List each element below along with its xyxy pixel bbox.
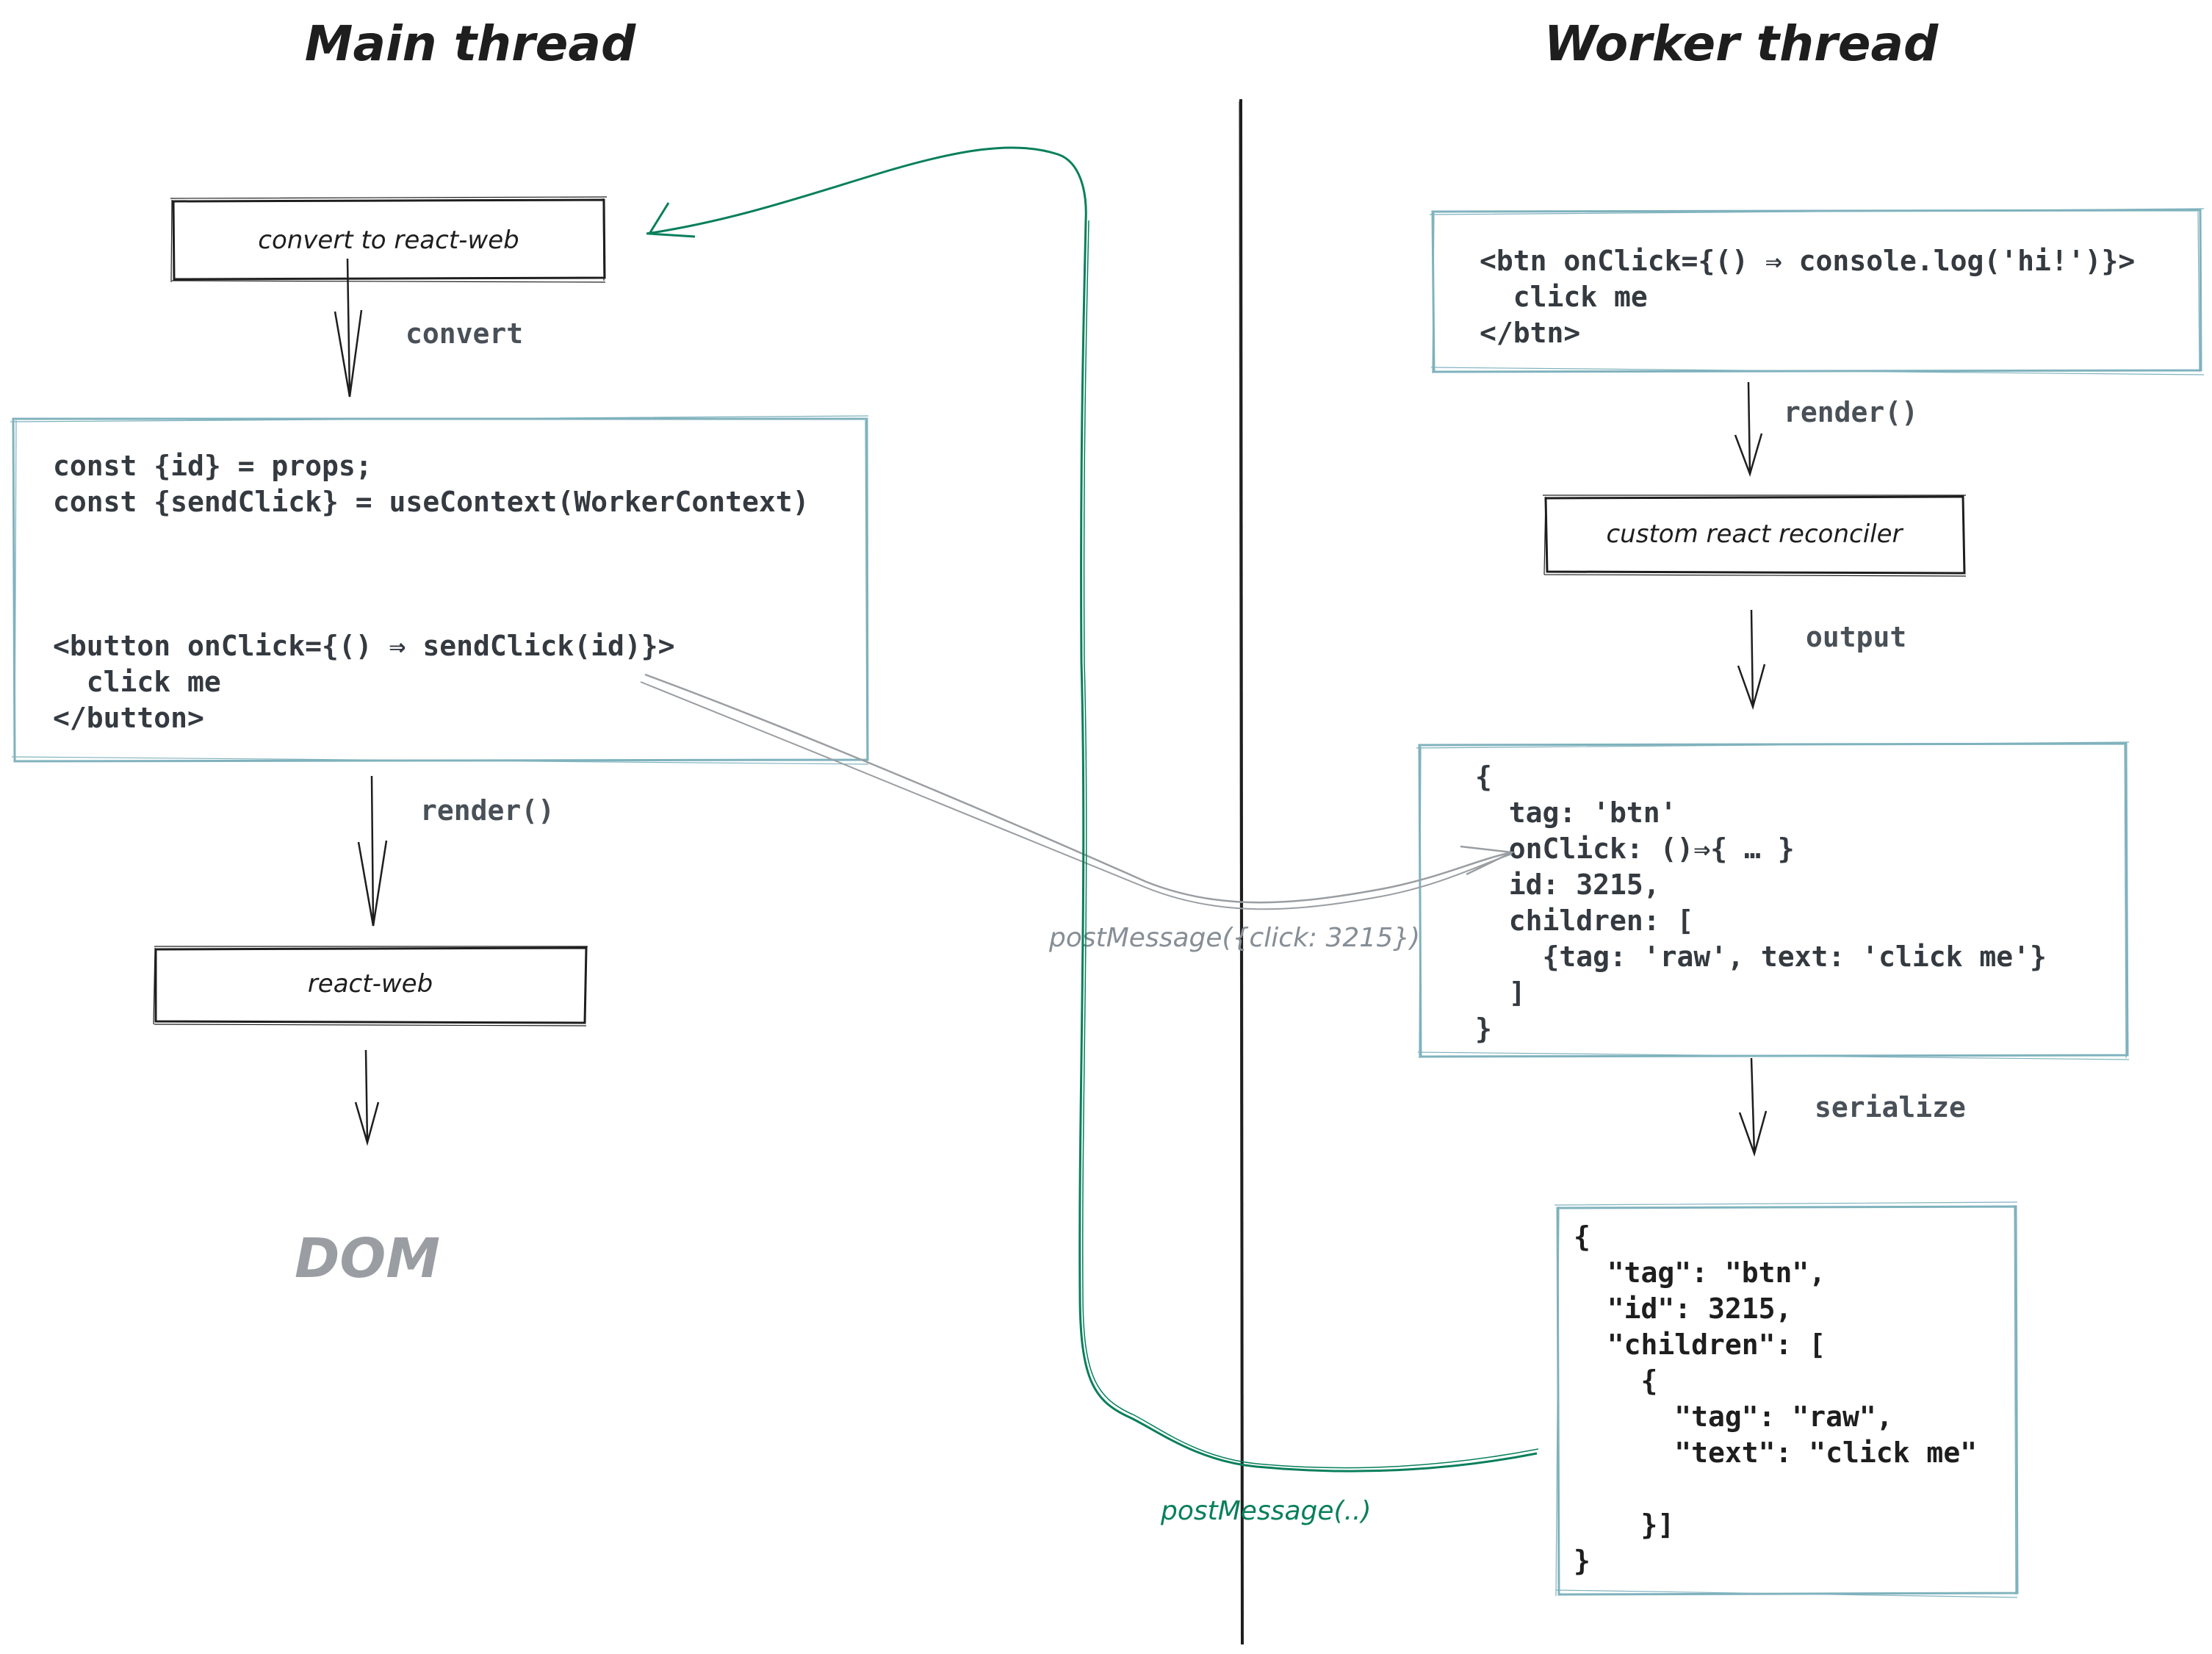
serialize-edge-label: serialize	[1815, 1091, 1966, 1123]
dom-label: DOM	[295, 1227, 440, 1290]
output-tree-line: {	[1475, 761, 1492, 793]
serialized-json-line: "id": 3215,	[1574, 1292, 1792, 1325]
output-tree-line: onClick: ()⇒{ … }	[1475, 833, 1795, 865]
output-edge-label: output	[1806, 621, 1906, 653]
tree-message-arrow	[646, 146, 1539, 1473]
react-web-box[interactable]: react-web	[153, 946, 588, 1026]
convert-arrow	[334, 258, 363, 398]
worker-source-code-box: <btn onClick={() ⇒ console.log('hi!')}> …	[1429, 208, 2205, 375]
worker-render-edge-label: render()	[1784, 396, 1918, 428]
serialized-json-line: }]	[1574, 1509, 1674, 1541]
custom-react-reconciler-label: custom react reconciler	[1606, 519, 1903, 549]
output-tree-line: {tag: 'raw', text: 'click me'}	[1475, 941, 2047, 973]
serialized-json-line: "children": [	[1574, 1328, 1826, 1361]
worker-thread-title: Worker thread	[1544, 15, 1939, 72]
output-tree-line: }	[1475, 1013, 1492, 1045]
output-tree-box: { tag: 'btn' onClick: ()⇒{ … } id: 3215,…	[1416, 741, 2130, 1060]
output-tree-line: id: 3215,	[1475, 869, 1660, 901]
serialized-json-line: "tag": "raw",	[1574, 1400, 1893, 1433]
convert-to-react-web-box[interactable]: convert to react-web	[170, 196, 608, 283]
output-tree-line: tag: 'btn'	[1475, 797, 1677, 829]
worker-source-line: <btn onClick={() ⇒ console.log('hi!')}>	[1480, 245, 2135, 277]
component-code-line: <button onClick={() ⇒ sendClick(id)}>	[53, 630, 674, 662]
click-message-arrow	[640, 673, 1516, 910]
component-code-line: </button>	[53, 702, 204, 734]
serialized-json-line: }	[1574, 1545, 1590, 1577]
convert-to-react-web-label: convert to react-web	[258, 226, 519, 255]
component-code-line: const {id} = props;	[53, 450, 372, 482]
serialized-json-box: { "tag": "btn", "id": 3215, "children": …	[1554, 1201, 2019, 1598]
tree-message-label: postMessage(..)	[1160, 1496, 1372, 1526]
worker-source-line: </btn>	[1480, 317, 1580, 349]
serialized-json-line: "text": "click me"	[1574, 1437, 1977, 1469]
main-render-edge-label: render()	[420, 794, 555, 827]
serialized-json-line: {	[1574, 1220, 1590, 1253]
convert-edge-label: convert	[406, 317, 523, 350]
output-arrow	[1737, 609, 1766, 711]
worker-source-line: click me	[1480, 281, 1648, 313]
react-web-label: react-web	[308, 969, 433, 999]
worker-render-arrow	[1734, 381, 1763, 477]
component-code-line: click me	[53, 666, 221, 698]
click-message-label: postMessage({click: 3215})	[1048, 923, 1420, 953]
output-tree-line: children: [	[1475, 905, 1693, 937]
thread-divider	[1239, 98, 1244, 1645]
main-render-arrow	[357, 775, 388, 927]
serialized-json-line: {	[1574, 1364, 1657, 1397]
component-code-box: const {id} = props; const {sendClick} = …	[10, 415, 869, 765]
output-tree-line: ]	[1475, 977, 1526, 1009]
main-thread-title: Main thread	[305, 15, 636, 72]
dom-arrow	[354, 1049, 380, 1146]
custom-react-reconciler-box[interactable]: custom react reconciler	[1543, 495, 1967, 577]
serialized-json-line: "tag": "btn",	[1574, 1256, 1826, 1289]
component-code-line: const {sendClick} = useContext(WorkerCon…	[53, 486, 810, 518]
serialize-arrow	[1738, 1057, 1768, 1157]
